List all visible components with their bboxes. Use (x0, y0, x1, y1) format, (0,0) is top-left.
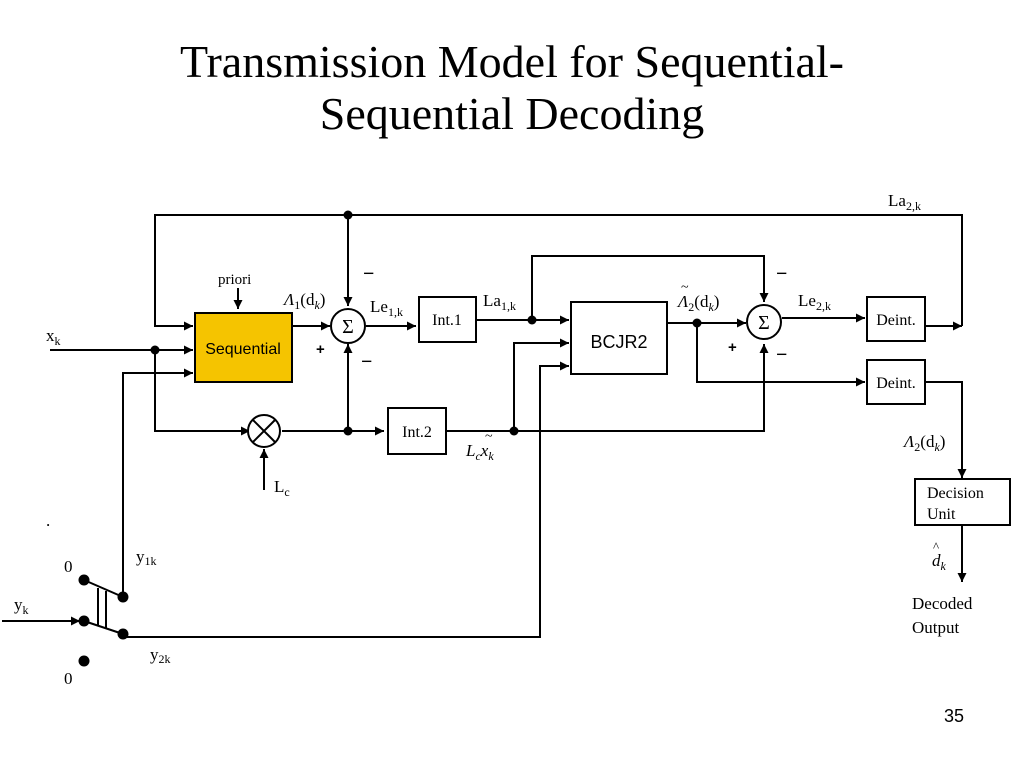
summing-junction-2 (746, 304, 782, 340)
switch-contact (117, 628, 129, 640)
junction-dots (78, 210, 702, 667)
bcjr2-block (570, 301, 668, 375)
decoded-output-label-2: Output (912, 618, 960, 637)
xk-label: xk (46, 326, 61, 348)
switch-zero-top: 0 (64, 557, 73, 576)
la2k-label: La2,k (888, 191, 921, 213)
summing-junction-1-symbol: Σ (342, 316, 354, 338)
lambda2-tilde: ~ (681, 280, 689, 295)
switch-arm-bottom (83, 620, 124, 635)
switch-arm-top (83, 579, 124, 598)
deint-bottom-label: Deint. (876, 375, 916, 392)
sign-minus-sum2-bottom: − (776, 344, 787, 366)
int2-block (387, 407, 447, 455)
junction-dot (692, 318, 702, 328)
sequential-block (194, 312, 293, 383)
y2k-label: y2k (150, 645, 171, 666)
deint-to-decision-wire (925, 381, 967, 478)
priori-label: priori (218, 272, 251, 288)
sign-minus-sum1-bottom: − (361, 351, 372, 373)
junction-dot (527, 315, 537, 325)
decoded-output-label-1: Decoded (912, 594, 973, 613)
summing-junction-1 (330, 308, 366, 344)
la1k-label: La1,k (483, 291, 516, 313)
int1-label: Int.1 (432, 312, 462, 329)
switch-contact (78, 615, 90, 627)
slide-number: 35 (943, 706, 964, 726)
yk-label: yk (14, 595, 29, 617)
xk-to-multiplier-wire (154, 350, 250, 436)
decision-unit-label-2: Unit (927, 506, 956, 523)
junction-dot (150, 345, 160, 355)
int1-block (418, 296, 477, 343)
signal-wires (2, 214, 967, 638)
slide-title-line-2: Sequential Decoding (319, 88, 705, 139)
y1k-label: y1k (136, 547, 157, 568)
y2k-to-bcjr2-wire (123, 361, 569, 638)
lambda2-output-label: Λ2(dk) (902, 432, 945, 454)
lambda2-label: Λ2(dk) (676, 292, 719, 314)
switch-contact (117, 591, 129, 603)
int2-to-bcjr2-wire (446, 338, 569, 432)
deint-top-label: Deint. (876, 312, 916, 329)
le2k-label: Le2,k (798, 291, 831, 313)
la2-feedback-wire (154, 214, 963, 331)
lambda2-to-deint-wire (696, 323, 865, 387)
lambda1-label: Λ1(dk) (282, 290, 325, 312)
int2-label: Int.2 (402, 424, 432, 441)
decision-unit-block (914, 478, 1011, 526)
switch-zero-bottom: 0 (64, 669, 73, 688)
dhat-label: dk (932, 551, 947, 573)
sign-minus-sum1-top: − (363, 263, 374, 285)
la1-to-sum2-wire (531, 255, 769, 320)
summing-junction-2-symbol: Σ (758, 312, 770, 334)
slide-title-line-1: Transmission Model for Sequential- (180, 36, 844, 87)
y1k-to-sequential-wire (122, 368, 193, 594)
sequential-label: Sequential (205, 341, 281, 358)
dhat-hat: ^ (933, 539, 939, 554)
slide-title: Transmission Model for Sequential- Seque… (0, 36, 1024, 140)
junction-dot (509, 426, 519, 436)
deint-top-block (866, 296, 926, 342)
junction-dot (343, 426, 353, 436)
switch-contact (78, 574, 90, 586)
lcx-to-sum2-wire (514, 344, 769, 432)
sign-minus-sum2-top: − (776, 263, 787, 285)
lcx-label: Lcxk (465, 441, 494, 463)
multiplier-cross (252, 419, 276, 443)
lcx-tilde: ~ (485, 429, 493, 444)
deint-bottom-block (866, 359, 926, 405)
sign-plus-sum1: + (316, 341, 325, 358)
le1k-label: Le1,k (370, 297, 403, 319)
stray-dot: . (46, 511, 50, 530)
switch-contact (78, 655, 90, 667)
junction-dot (343, 210, 353, 220)
sign-plus-sum2: + (728, 339, 737, 356)
decision-unit-label-1: Decision (927, 485, 984, 502)
bcjr2-label: BCJR2 (590, 332, 647, 352)
lc-label: Lc (274, 477, 290, 499)
